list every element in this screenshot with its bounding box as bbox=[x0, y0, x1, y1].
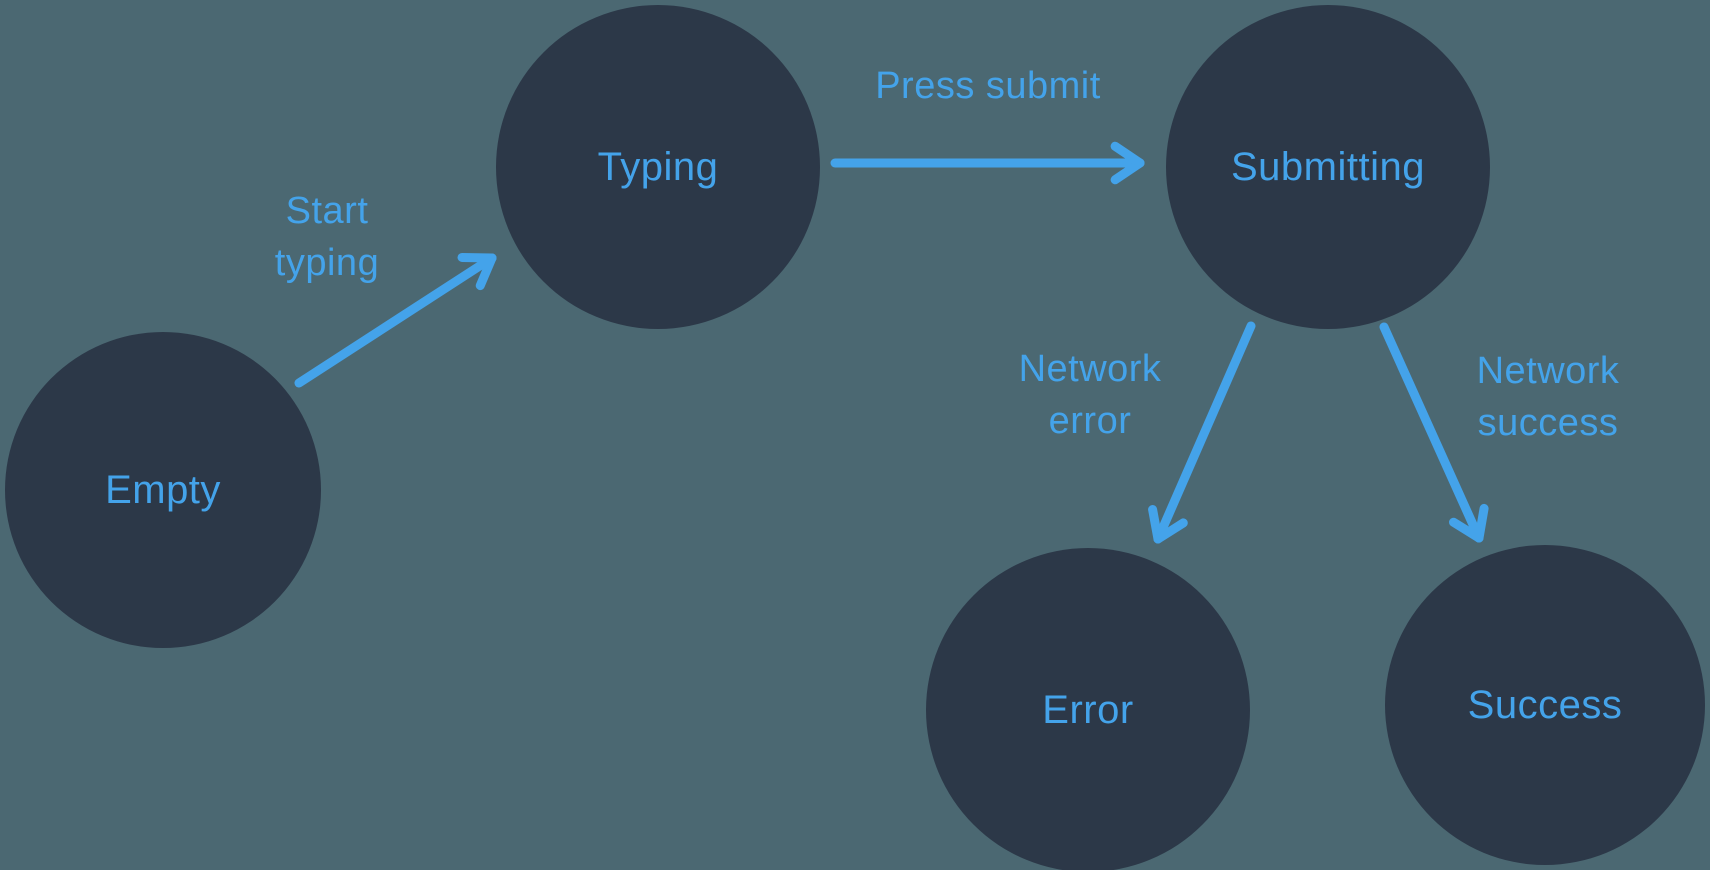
arrowhead-icon bbox=[1110, 158, 1145, 185]
transition-label-line: success bbox=[1477, 402, 1619, 444]
state-node-error: Error bbox=[926, 548, 1250, 870]
state-label-empty: Empty bbox=[105, 467, 221, 512]
arrowhead-icon bbox=[457, 252, 497, 263]
state-label-submitting: Submitting bbox=[1231, 144, 1425, 189]
state-label-error: Error bbox=[1042, 687, 1134, 732]
transition-label-line: Network bbox=[1476, 350, 1620, 392]
transition-label-press-submit: Press submit bbox=[875, 60, 1101, 112]
state-node-success: Success bbox=[1385, 545, 1705, 865]
state-node-submitting: Submitting bbox=[1166, 5, 1490, 329]
transition-label-line: Start bbox=[285, 190, 369, 232]
state-label-success: Success bbox=[1467, 682, 1623, 727]
state-node-empty: Empty bbox=[5, 332, 321, 648]
arrowhead-icon bbox=[475, 253, 497, 291]
transition-label-network-error: Network error bbox=[1019, 343, 1162, 447]
transition-arrow-network-error bbox=[1148, 321, 1256, 544]
arrow-shaft bbox=[1153, 321, 1256, 544]
transition-arrow-press-submit bbox=[830, 141, 1145, 185]
arrowhead-icon bbox=[1148, 504, 1163, 544]
arrowhead-icon bbox=[1110, 141, 1145, 168]
transition-label-line: Network bbox=[1018, 348, 1162, 390]
arrowhead-icon bbox=[1474, 503, 1489, 543]
arrow-shaft bbox=[1379, 322, 1484, 543]
transition-label-start-typing: Start typing bbox=[275, 185, 379, 289]
arrowhead-icon bbox=[1448, 517, 1484, 543]
state-node-typing: Typing bbox=[496, 5, 820, 329]
state-label-typing: Typing bbox=[597, 144, 719, 189]
transition-label-line: typing bbox=[274, 242, 380, 284]
transition-label-line: Press submit bbox=[875, 65, 1101, 107]
transition-arrow-network-success bbox=[1379, 322, 1489, 543]
transition-label-line: error bbox=[1048, 400, 1132, 442]
arrowhead-icon bbox=[1153, 518, 1188, 544]
transition-label-network-success: Network success bbox=[1477, 345, 1620, 449]
